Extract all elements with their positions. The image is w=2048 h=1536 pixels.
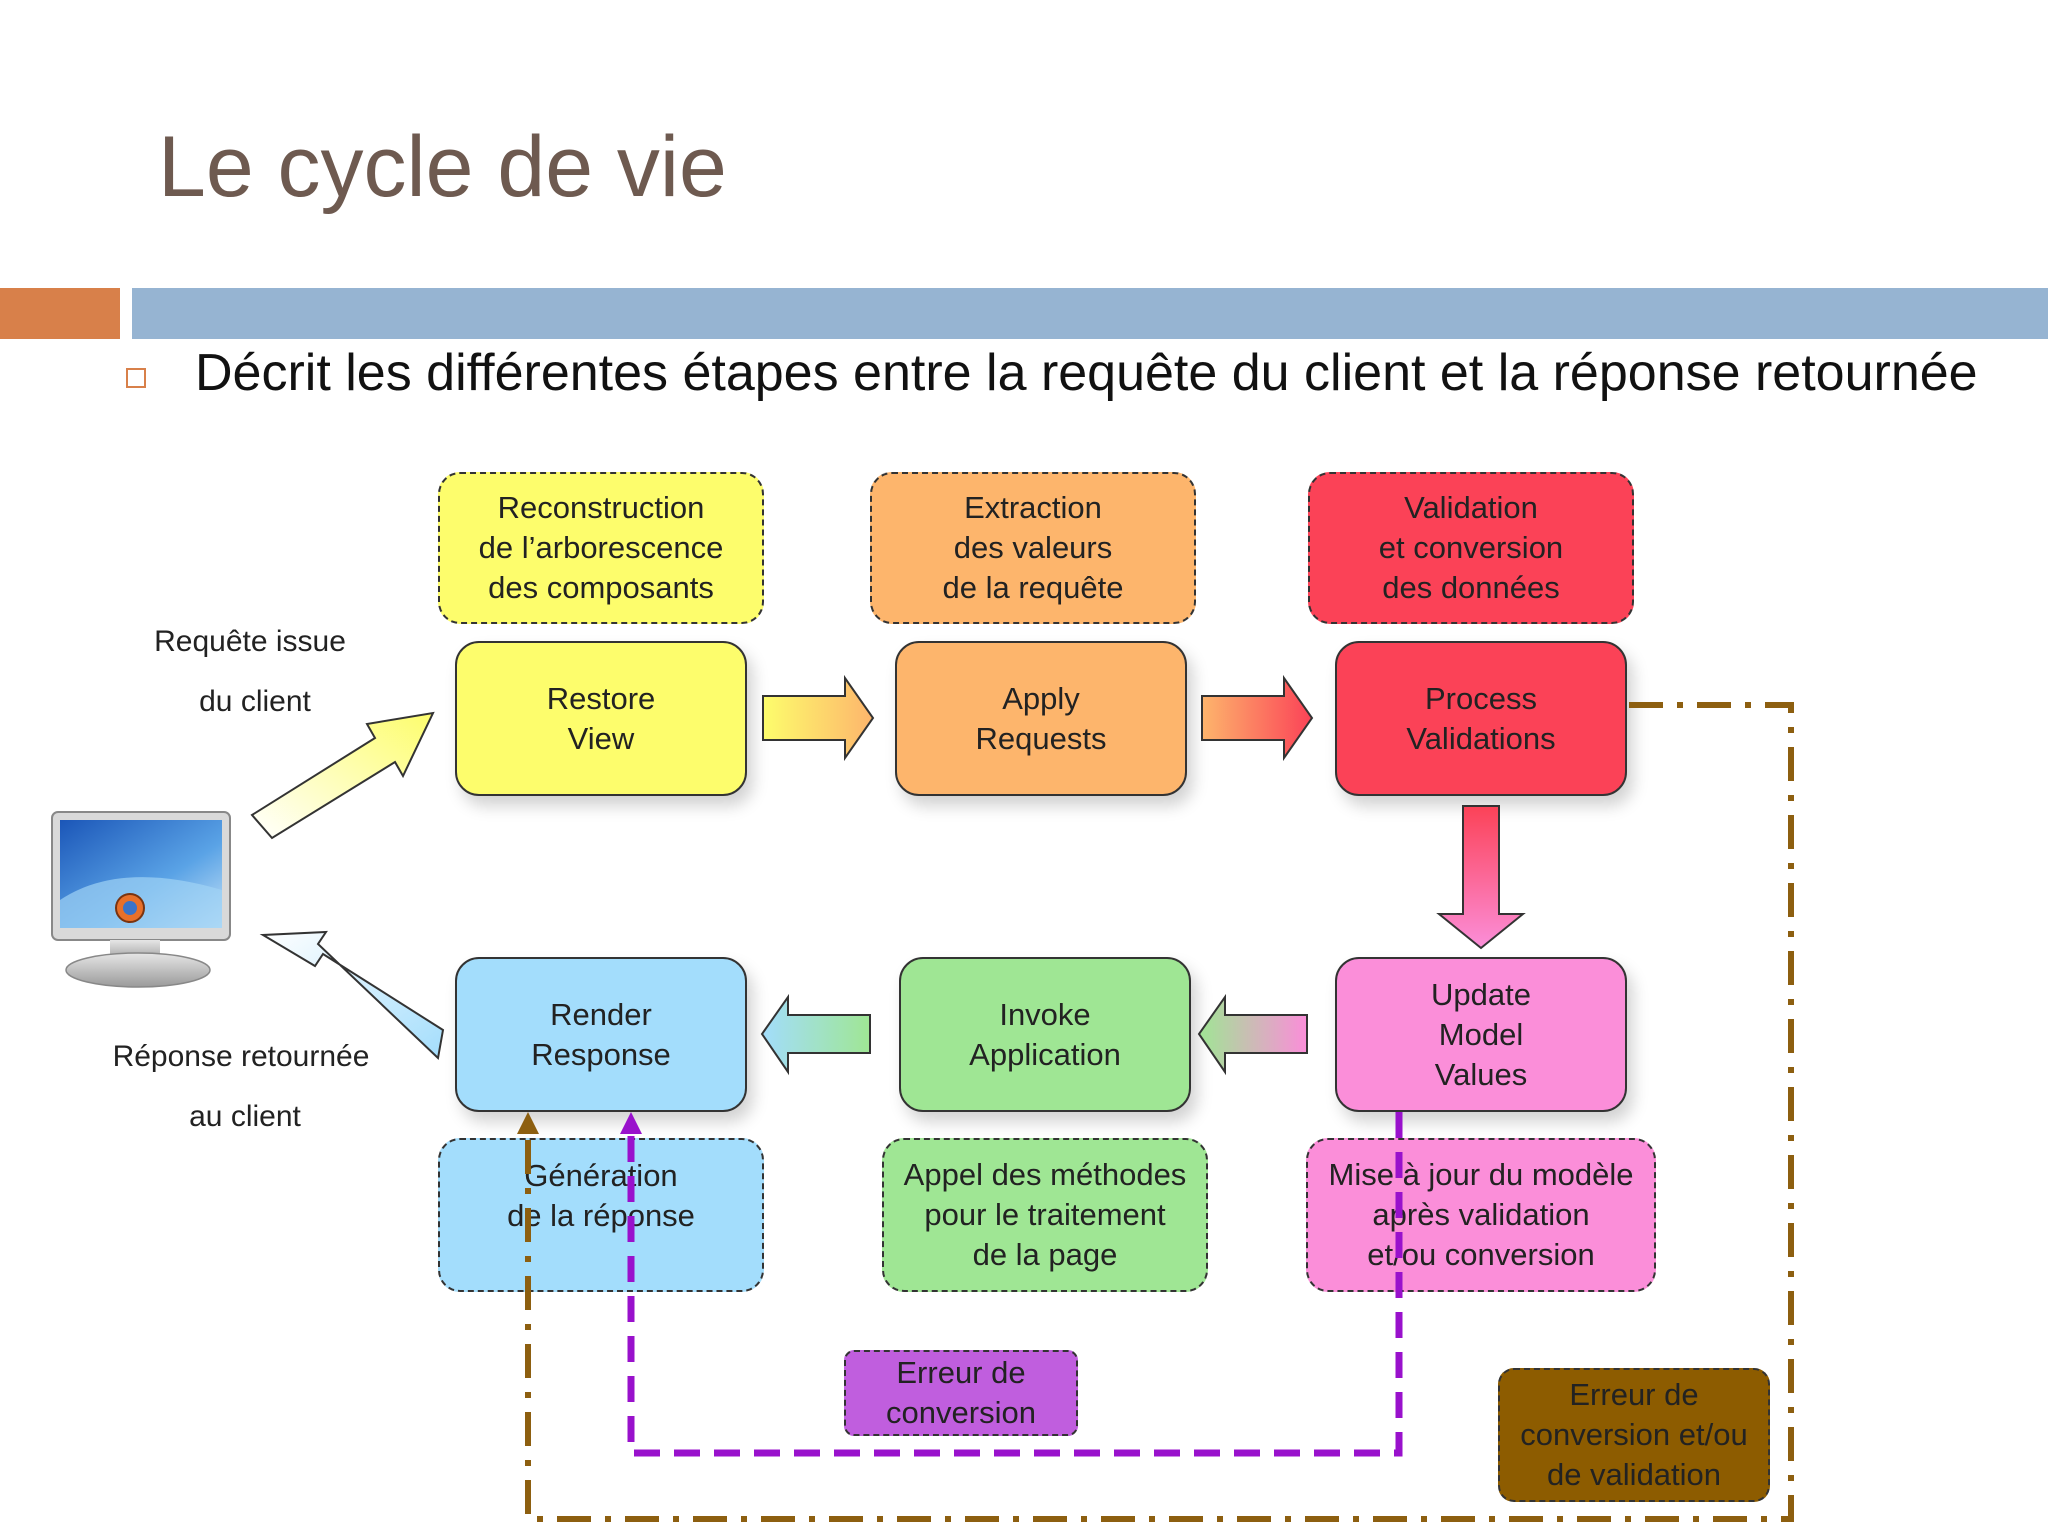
desc-invoke-application: Appel des méthodes pour le traitement de… — [882, 1138, 1208, 1292]
arrow-process-to-update — [1436, 805, 1526, 950]
request-label-line1: Requête issue — [154, 625, 346, 658]
desc-process-validations: Validation et conversion des données — [1308, 472, 1634, 624]
bullet-text: Décrit les différentes étapes entre la r… — [195, 344, 1978, 402]
phase-render-response: Render Response — [455, 957, 747, 1112]
arrow-request-in — [250, 711, 435, 840]
desc-apply-requests: Extraction des valeurs de la requête — [870, 472, 1196, 624]
arrow-update-to-invoke — [1197, 993, 1308, 1076]
request-label-line2: du client — [199, 685, 311, 718]
arrow-restore-to-apply — [762, 674, 875, 762]
accent-bar-blue — [132, 288, 2048, 339]
client-monitor-icon — [51, 811, 231, 988]
phase-apply-requests: Apply Requests — [895, 641, 1187, 796]
phase-invoke-application: Invoke Application — [899, 957, 1191, 1112]
arrow-invoke-to-render — [760, 993, 871, 1076]
accent-bar-orange — [0, 288, 120, 339]
arrow-response-out — [259, 930, 445, 1061]
response-label-line2: au client — [189, 1100, 301, 1133]
desc-restore-view: Reconstruction de l’arborescence des com… — [438, 472, 764, 624]
conversion-error-path — [620, 1112, 1403, 1457]
desc-render-response: Génération de la réponse — [438, 1138, 764, 1292]
arrow-apply-to-process — [1201, 674, 1314, 762]
response-label-line1: Réponse retournée — [112, 1040, 370, 1073]
desc-update-model-values: Mise à jour du modèle après validation e… — [1306, 1138, 1656, 1292]
validation-error-path — [517, 702, 1794, 1522]
error-conversion-validation-box: Erreur de conversion et/ou de validation — [1498, 1368, 1770, 1502]
phase-update-model-values: Update Model Values — [1335, 957, 1627, 1112]
phase-process-validations: Process Validations — [1335, 641, 1627, 796]
phase-restore-view: Restore View — [455, 641, 747, 796]
bullet-square-icon — [126, 368, 146, 388]
slide-title: Le cycle de vie — [158, 119, 727, 215]
error-conversion-box: Erreur de conversion — [844, 1350, 1078, 1436]
